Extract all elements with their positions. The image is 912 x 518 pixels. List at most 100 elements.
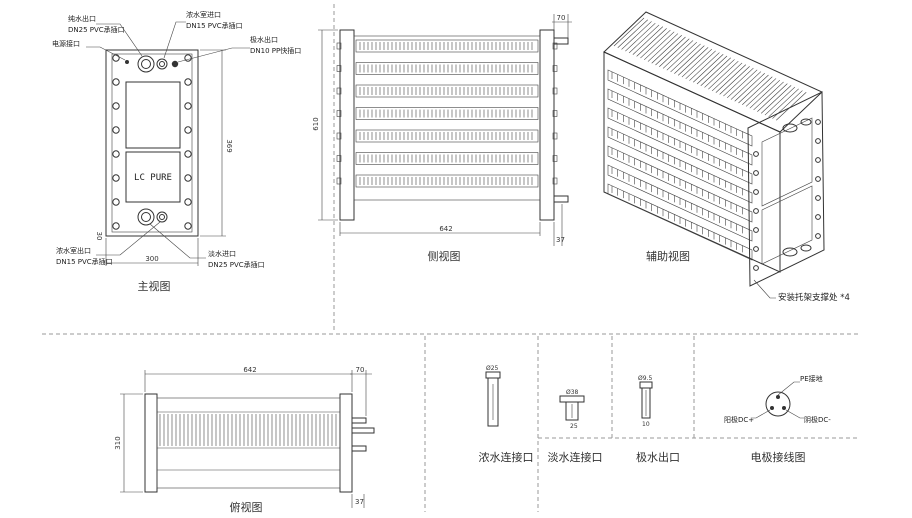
side-view-fitting-bottom [553,195,569,203]
aux-top-rib [711,62,743,92]
aux-note: 安装托架支撑处 *4 [778,292,850,303]
electrode-anode-label: 阳极DC+ [724,415,754,424]
top-view-end-right [339,393,353,493]
top-view-end-left [144,393,158,493]
aux-top-rib [696,55,728,85]
top-view-fitting-3 [351,445,367,452]
membrane-band [355,129,539,143]
side-dim-height: 610 [312,117,320,130]
aux-top-rib [730,71,762,100]
caption-aux-view: 辅助视图 [646,249,690,263]
bolt-hole [184,102,192,110]
aux-top-rib [659,38,690,67]
aux-top-rib [666,41,698,71]
aux-bolt-hole [753,208,759,214]
connector-electrode-flange [639,381,653,389]
side-tie-rod [552,87,558,95]
side-tie-rod [552,65,558,72]
aux-top-rib [670,43,701,73]
aux-view-bolt-holes [753,119,821,271]
side-dim-top: 70 [557,14,566,22]
connector-conc: Ø25 浓水连接口 [479,365,534,464]
caption-front-view: 主视图 [138,279,171,293]
label-pure-out-spec: DN25 PVC承插口 [68,25,125,34]
bolt-hole [184,126,192,134]
membrane-band [355,107,539,120]
aux-top-rib [776,92,807,121]
electrode-pin-cathode [782,406,786,410]
electrode-window-top [125,81,181,149]
connector-electrode-dim-top: Ø9.5 [638,375,652,382]
aux-bolt-hole [815,176,821,182]
fresh-outlet-fitting [137,55,155,73]
label-fresh-in: 淡水进口 [208,249,236,258]
aux-bolt-hole [753,246,759,252]
aux-view-fitting-1 [782,123,798,133]
front-dim-width: 300 [145,255,158,263]
electrode-pin-anode [770,406,774,410]
side-tie-rod [336,87,342,95]
aux-bolt-hole [815,195,821,201]
aux-top-rib [677,47,709,76]
aux-top-rib [625,22,656,52]
aux-top-rib [681,48,713,78]
top-view-fitting-2 [351,427,375,434]
aux-top-rib [734,73,765,102]
label-conc-out-spec: DN15 PVC承插口 [56,257,113,266]
aux-top-rib [647,33,679,62]
connector-electrode: Ø9.5 10 极水出口 [636,375,680,464]
electrode-wiring: PE接地 阳极DC+ 阴极DC- 电极接线图 [724,374,831,464]
electrode-outlet-fitting [171,60,179,68]
aux-bolt-hole [753,170,759,176]
aux-view-fitting-3 [782,247,798,257]
label-electrode-out-spec: DN10 PP快插口 [250,46,301,55]
bolt-hole [112,102,120,110]
caption-connector-fresh: 淡水连接口 [548,451,603,464]
side-view-membrane-bands [336,39,558,188]
aux-top-rib [749,79,781,109]
aux-top-rib [757,83,788,112]
bolt-hole [184,174,192,182]
aux-top-rib [617,19,648,48]
side-tie-rod [336,42,342,50]
label-electrode-out: 极水出口 [250,35,278,44]
aux-view-side-face [603,51,781,273]
aux-bolt-hole [753,189,759,195]
connector-fresh: Ø38 25 淡水连接口 [548,389,603,464]
aux-bolt-hole [753,227,759,233]
aux-top-rib [760,85,792,114]
label-fresh-in-spec: DN25 PVC承插口 [208,260,265,269]
aux-membrane-band [607,145,753,223]
side-view-fitting-top [553,37,569,45]
side-tie-rod [552,110,558,117]
aux-view-membrane-bands [607,69,753,261]
caption-connector-conc: 浓水连接口 [479,451,534,464]
aux-top-rib [674,45,705,74]
membrane-band [355,62,539,75]
aux-view-top-ribs [613,17,807,121]
bolt-hole [112,150,120,158]
side-tie-rod [336,65,342,72]
connector-conc-flange [485,371,501,379]
aux-top-rib [685,50,716,80]
aux-top-rib [738,74,769,104]
bolt-hole [184,78,192,86]
aux-top-rib [662,40,694,69]
bolt-hole [184,198,192,206]
electrode-pe-label: PE接地 [800,374,823,383]
aux-membrane-band [607,126,753,204]
front-view-plate [105,49,199,237]
aux-top-rib [613,17,645,47]
aux-bolt-hole [815,214,821,220]
aux-bolt-hole [753,265,759,271]
aux-bolt-hole [815,157,821,163]
top-view-fitting-1 [351,417,367,424]
front-view: LC PURE 纯水出口 DN25 PVC承插口 电源接口 浓水室进口 DN15… [52,10,301,293]
aux-top-rib [764,86,796,116]
side-dim-bottom: 37 [556,236,565,244]
aux-top-rib [753,81,784,111]
connector-fresh-flange [559,395,585,403]
side-dim-length: 642 [439,225,452,233]
connector-conc-body [487,377,499,427]
aux-top-rib [689,52,720,81]
